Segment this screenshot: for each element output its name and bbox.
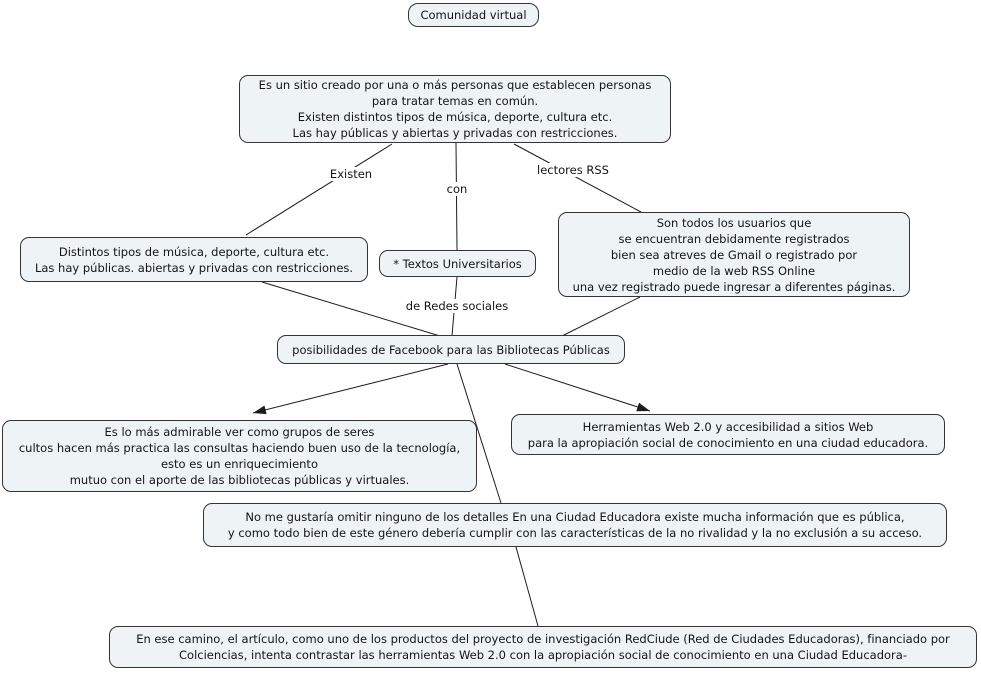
- node-proyecto-redciude[interactable]: En ese camino, el artículo, como uno de …: [109, 626, 977, 668]
- connector-usuarios-to-posibilidades: [561, 296, 641, 337]
- node-herramientas-web[interactable]: Herramientas Web 2.0 y accesibilidad a s…: [511, 414, 945, 455]
- node-textos-universitarios[interactable]: * Textos Universitarios: [379, 250, 536, 277]
- link-label-con[interactable]: con: [443, 182, 471, 196]
- connector-distintos-to-posibilidades: [261, 281, 441, 337]
- connector-ciudad-to-proyecto: [515, 546, 539, 627]
- connector-definicion-to-distintos: [245, 143, 393, 236]
- connector-definicion-to-usuarios: [513, 143, 642, 213]
- connector-definicion-to-textos: [455, 142, 458, 251]
- node-posibilidades-facebook[interactable]: posibilidades de Facebook para las Bibli…: [277, 335, 625, 364]
- link-label-existen[interactable]: Existen: [326, 167, 376, 181]
- connector-posibilidades-to-herramientas-arrow: [504, 363, 651, 412]
- node-grupos-cultos[interactable]: Es lo más admirable ver como grupos de s…: [2, 420, 477, 492]
- node-definicion-sitio[interactable]: Es un sitio creado por una o más persona…: [239, 75, 671, 143]
- connector-posibilidades-to-ciudad: [456, 363, 502, 504]
- connector-posibilidades-to-grupos-arrow: [252, 363, 449, 415]
- link-label-lectores-rss[interactable]: lectores RSS: [534, 163, 612, 177]
- node-ciudad-educadora[interactable]: No me gustaría omitir ninguno de los det…: [203, 503, 947, 547]
- node-distintos-tipos[interactable]: Distintos tipos de música, deporte, cult…: [20, 237, 368, 282]
- link-label-de-redes-sociales[interactable]: de Redes sociales: [402, 299, 512, 313]
- node-usuarios-registrados[interactable]: Son todos los usuarios que se encuentran…: [558, 212, 910, 297]
- node-comunidad-virtual[interactable]: Comunidad virtual: [408, 3, 539, 27]
